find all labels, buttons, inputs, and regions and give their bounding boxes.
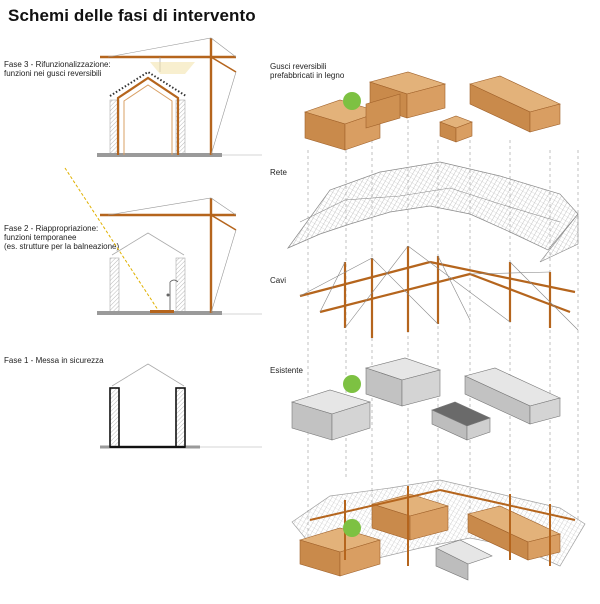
phase-1-title: Fase 1 - Messa in sicurezza — [4, 356, 104, 365]
cables-frame-layer — [299, 245, 579, 338]
phase-3-label: Fase 3 - Rifunzionalizzazione: funzioni … — [4, 60, 111, 78]
existing-ruins-layer — [290, 357, 561, 441]
page-title: Schemi delle fasi di intervento — [8, 6, 256, 25]
phase-1-section-drawing — [100, 363, 200, 449]
tree-icon — [343, 519, 361, 537]
phase-2-example: (es. strutture per la balneazione) — [4, 242, 120, 251]
layer-cavi-label: Cavi — [270, 276, 287, 285]
layer-gusci-line1: Gusci reversibili — [270, 62, 327, 71]
layer-esistente-label: Esistente — [270, 366, 303, 375]
phase-3-desc: funzioni nei gusci reversibili — [4, 69, 102, 78]
layer-gusci-label: Gusci reversibili prefabbricati in legno — [270, 62, 344, 80]
phase-2-label: Fase 2 - Riappropriazione: funzioni temp… — [4, 224, 119, 251]
phase-3-section-drawing — [97, 37, 237, 157]
mesh-net-layer — [286, 161, 579, 263]
phase-1-label: Fase 1 - Messa in sicurezza — [4, 356, 104, 365]
tree-icon — [343, 375, 361, 393]
phase-2-desc: funzioni temporanee — [4, 233, 77, 242]
layer-gusci-line2: prefabbricati in legno — [270, 71, 345, 80]
tree-icon — [343, 92, 361, 110]
phase-3-title: Fase 3 - Rifunzionalizzazione: — [4, 60, 111, 69]
layer-rete-label: Rete — [270, 168, 287, 177]
phase-2-section-drawing — [64, 167, 237, 315]
phase-2-title: Fase 2 - Riappropriazione: — [4, 224, 99, 233]
timber-shells-axonometric — [304, 71, 561, 151]
combined-axonometric — [291, 479, 586, 581]
